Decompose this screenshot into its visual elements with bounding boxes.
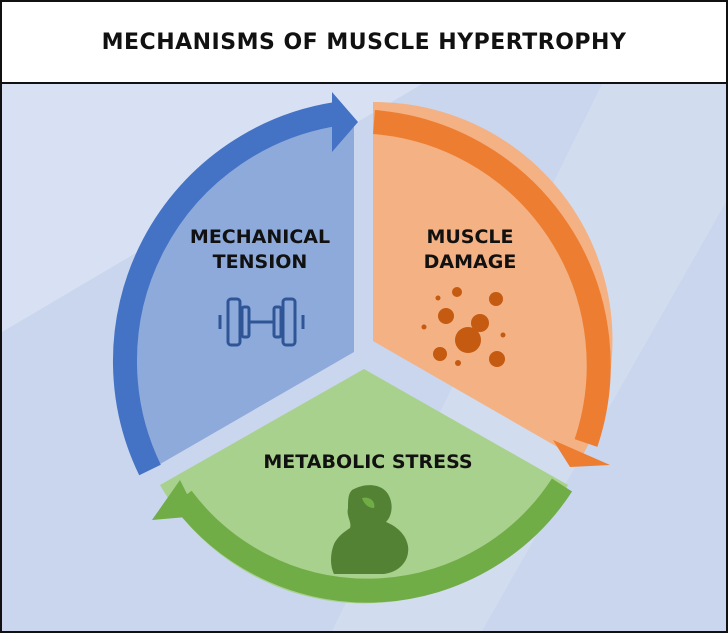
metabolic-label: METABOLIC STRESS <box>263 451 472 473</box>
cycle-diagram: MECHANICAL TENSION MUSCLE DAMAGE METABOL… <box>2 84 726 631</box>
damage-label-line2: DAMAGE <box>424 251 517 273</box>
blue-arrow-head <box>332 92 358 152</box>
flexed-arm-icon <box>331 485 409 574</box>
mechanical-label-line2: TENSION <box>213 251 308 273</box>
title-bar: MECHANISMS OF MUSCLE HYPERTROPHY <box>2 2 726 84</box>
orange-cycle-arrow <box>373 110 611 447</box>
bubbles-icon <box>421 287 506 367</box>
blue-cycle-arrow <box>112 102 338 476</box>
damage-label-line1: MUSCLE <box>426 226 513 248</box>
mechanical-label-line1: MECHANICAL <box>190 226 330 248</box>
muscle-damage-segment <box>373 101 613 461</box>
dumbbell-icon <box>218 297 305 347</box>
green-cycle-arrow <box>172 478 573 603</box>
cycle-diagram-svg: MECHANICAL TENSION MUSCLE DAMAGE METABOL… <box>2 84 726 631</box>
green-arrow-head <box>152 480 198 520</box>
orange-arrow-head <box>553 440 610 467</box>
page-title: MECHANISMS OF MUSCLE HYPERTROPHY <box>101 29 627 55</box>
